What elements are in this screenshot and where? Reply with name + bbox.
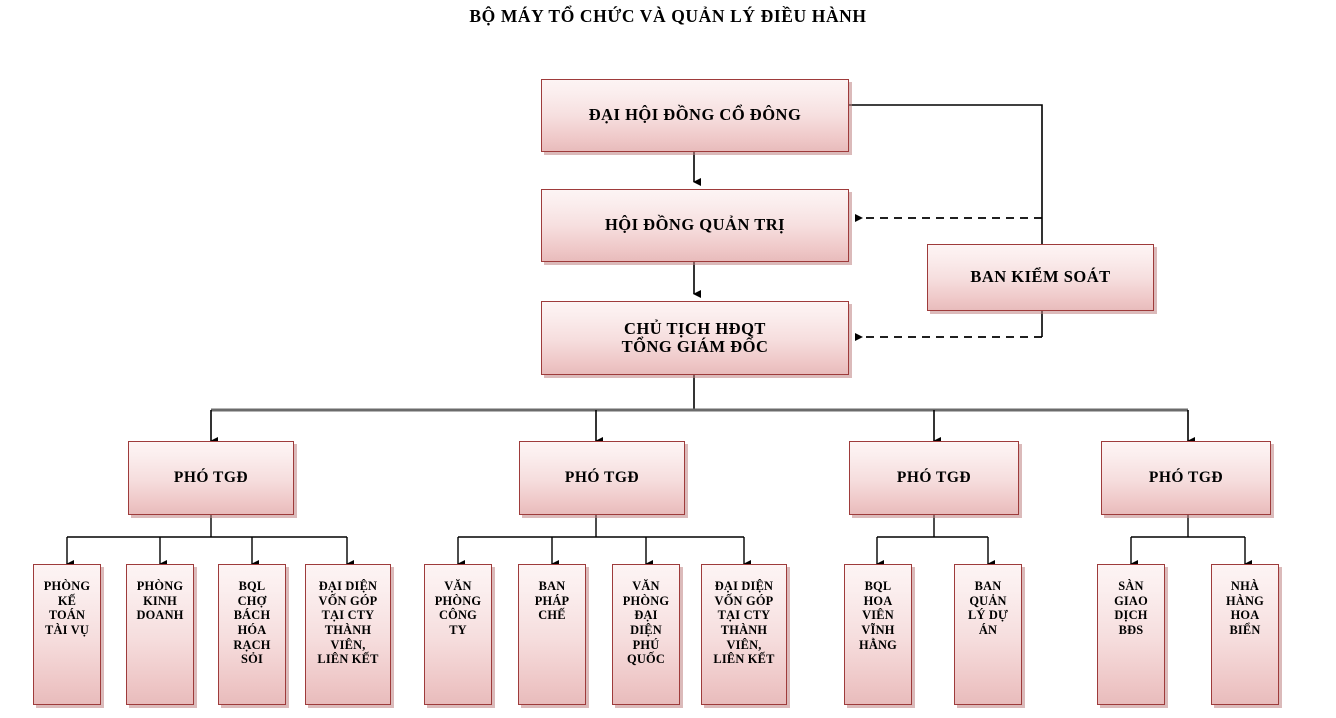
- node-dai-dien-von-gop-2[interactable]: ĐẠI DIỆN VỐN GÓP TẠI CTY THÀNH VIÊN, LIÊ…: [701, 564, 787, 705]
- node-label: BQL CHỢ BÁCH HÓA RẠCH SỎI: [233, 579, 271, 667]
- node-label: ĐẠI HỘI ĐỒNG CỔ ĐÔNG: [588, 105, 802, 125]
- node-dai-dien-von-gop-1[interactable]: ĐẠI DIỆN VỐN GÓP TẠI CTY THÀNH VIÊN, LIÊ…: [305, 564, 391, 705]
- node-ban-kiem-soat[interactable]: BAN KIỂM SOÁT: [927, 244, 1154, 311]
- node-label: ĐẠI DIỆN VỐN GÓP TẠI CTY THÀNH VIÊN, LIÊ…: [713, 579, 775, 667]
- node-phong-ke-toan-tai-vu[interactable]: PHÒNG KẾ TOÁN TÀI VỤ: [33, 564, 101, 705]
- node-label: HỘI ĐỒNG QUẢN TRỊ: [604, 215, 786, 235]
- node-label: VĂN PHÒNG CÔNG TY: [434, 579, 482, 637]
- edge-dhdcd-bks: [849, 104, 1043, 247]
- node-hoi-dong-quan-tri[interactable]: HỘI ĐỒNG QUẢN TRỊ: [541, 189, 849, 262]
- node-dai-hoi-dong-co-dong[interactable]: ĐẠI HỘI ĐỒNG CỔ ĐÔNG: [541, 79, 849, 152]
- node-label: PHÓ TGĐ: [173, 469, 249, 487]
- node-bql-hoa-vien-vinh-hang[interactable]: BQL HOA VIÊN VĨNH HẰNG: [844, 564, 912, 705]
- node-label: BQL HOA VIÊN VĨNH HẰNG: [859, 579, 897, 652]
- node-san-giao-dich-bds[interactable]: SÀN GIAO DỊCH BĐS: [1097, 564, 1165, 705]
- node-label: BAN KIỂM SOÁT: [970, 267, 1111, 287]
- node-label: BAN QUẢN LÝ DỰ ÁN: [967, 579, 1009, 637]
- node-ban-phap-che[interactable]: BAN PHÁP CHẾ: [518, 564, 586, 705]
- node-van-phong-cong-ty[interactable]: VĂN PHÒNG CÔNG TY: [424, 564, 492, 705]
- node-label: SÀN GIAO DỊCH BĐS: [1114, 579, 1148, 637]
- node-label: BAN PHÁP CHẾ: [534, 579, 570, 623]
- page-title: BỘ MÁY TỔ CHỨC VÀ QUẢN LÝ ĐIỀU HÀNH: [469, 6, 867, 26]
- node-pho-tgd-3[interactable]: PHÓ TGĐ: [849, 441, 1019, 515]
- node-ban-quan-ly-du-an[interactable]: BAN QUẢN LÝ DỰ ÁN: [954, 564, 1022, 705]
- node-label: PHÓ TGĐ: [564, 469, 640, 487]
- node-phong-kinh-doanh[interactable]: PHÒNG KINH DOANH: [126, 564, 194, 705]
- node-label: PHÒNG KẾ TOÁN TÀI VỤ: [43, 579, 91, 637]
- node-van-phong-dai-dien-phu-quoc[interactable]: VĂN PHÒNG ĐẠI DIỆN PHÚ QUỐC: [612, 564, 680, 705]
- node-label: VĂN PHÒNG ĐẠI DIỆN PHÚ QUỐC: [622, 579, 670, 667]
- node-label: PHÓ TGĐ: [896, 469, 972, 487]
- node-label: PHÓ TGĐ: [1148, 469, 1224, 487]
- node-pho-tgd-4[interactable]: PHÓ TGĐ: [1101, 441, 1271, 515]
- node-label: NHÀ HÀNG HOA BIỂN: [1226, 579, 1264, 637]
- node-pho-tgd-1[interactable]: PHÓ TGĐ: [128, 441, 294, 515]
- node-nha-hang-hoa-bien[interactable]: NHÀ HÀNG HOA BIỂN: [1211, 564, 1279, 705]
- node-bql-cho-bach-hoa-rach-soi[interactable]: BQL CHỢ BÁCH HÓA RẠCH SỎI: [218, 564, 286, 705]
- node-label: PHÒNG KINH DOANH: [136, 579, 184, 623]
- node-chu-tich-hdqt-tong-giam-doc[interactable]: CHỦ TỊCH HĐQT TỔNG GIÁM ĐỐC: [541, 301, 849, 375]
- node-label: CHỦ TỊCH HĐQT TỔNG GIÁM ĐỐC: [621, 318, 769, 356]
- node-pho-tgd-2[interactable]: PHÓ TGĐ: [519, 441, 685, 515]
- node-label: ĐẠI DIỆN VỐN GÓP TẠI CTY THÀNH VIÊN, LIÊ…: [317, 579, 379, 667]
